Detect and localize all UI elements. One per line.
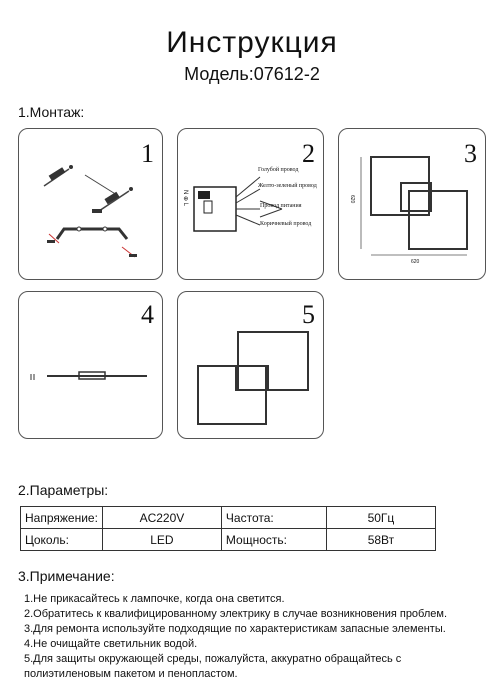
side-view-illustration [30, 371, 147, 380]
note-item: 2.Обратитесь к квалифицированному электр… [24, 608, 448, 620]
param-value: 50Гц [325, 506, 436, 529]
panel-step-5: 5 [177, 291, 324, 439]
note-item: полиэтиленовым пакетом и пенопластом. [24, 668, 238, 680]
section-params-heading: 2.Параметры: [18, 482, 109, 498]
height-dimension: 620 [349, 195, 355, 204]
table-row: Цоколь: LED Мощность: 58Вт [20, 528, 436, 551]
table-row: Напряжение: AC220V Частота: 50Гц [20, 506, 436, 529]
section-notes-heading: 3.Примечание: [18, 568, 115, 584]
assembled-lamp-illustration [197, 331, 309, 425]
param-value: AC220V [101, 506, 222, 529]
panel-step-3: 3 620 620 [338, 128, 486, 280]
panel-step-1: 1 [18, 128, 163, 280]
param-value: LED [101, 528, 222, 551]
wire-label-ground: Желто-зеленый провод [258, 183, 317, 189]
param-label: Мощность: [220, 528, 327, 551]
panel-step-2: 2 N ⊕ L Голубой провод Желто-зеленый про… [177, 128, 324, 280]
mounting-bracket-illustration [43, 165, 137, 258]
panel-step-4: 4 [18, 291, 163, 439]
dimensions-drawing [360, 156, 468, 256]
panel-number: 2 [302, 139, 315, 168]
panel-number: 1 [141, 139, 154, 168]
note-item: 5.Для защиты окружающей среды, пожалуйст… [24, 653, 402, 665]
parameters-table: Напряжение: AC220V Частота: 50Гц Цоколь:… [20, 506, 436, 551]
param-label: Цоколь: [20, 528, 103, 551]
wire-label-brown: Коричневый провод [260, 221, 312, 227]
panel-number: 3 [464, 139, 477, 168]
width-dimension: 620 [411, 259, 420, 265]
wire-label-blue: Голубой провод [258, 167, 299, 173]
wiring-diagram [193, 176, 283, 232]
panel-number: 5 [302, 300, 315, 329]
section-mount-heading: 1.Монтаж: [18, 104, 85, 120]
terminal-label: N ⊕ L [182, 190, 188, 207]
notes-list: 1.Не прикасайтесь к лампочке, когда она … [24, 592, 447, 682]
param-value: 58Вт [325, 528, 436, 551]
param-label: Частота: [220, 506, 327, 529]
note-item: 4.Не очищайте светильник водой. [24, 638, 198, 650]
wire-label-power: Провод питания [260, 203, 302, 209]
panel-number: 4 [141, 300, 154, 329]
note-item: 1.Не прикасайтесь к лампочке, когда она … [24, 593, 285, 605]
document-title: Инструкция [166, 26, 338, 59]
note-item: 3.Для ремонта используйте подходящие по … [24, 623, 446, 635]
model-number: Модель:07612-2 [184, 64, 320, 84]
param-label: Напряжение: [20, 506, 103, 529]
